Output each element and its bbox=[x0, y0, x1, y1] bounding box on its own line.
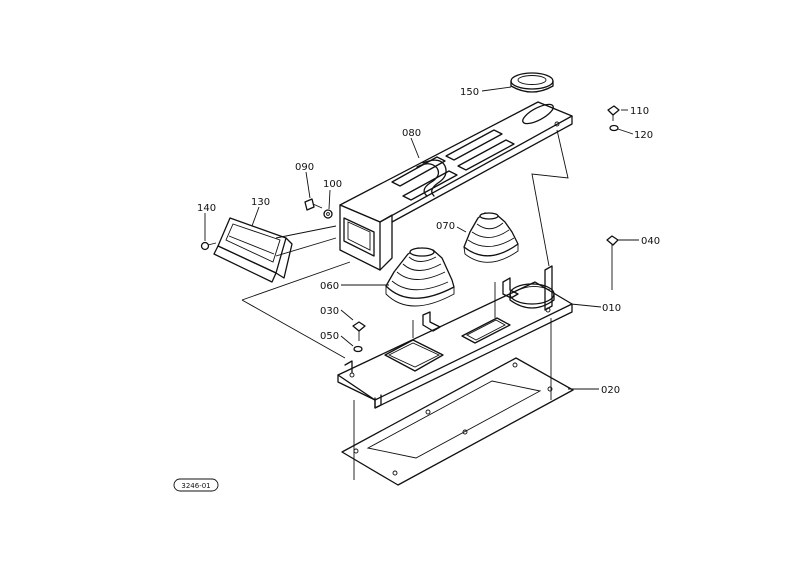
part-100-washer bbox=[323, 209, 333, 219]
part-030-bolt bbox=[352, 321, 366, 341]
callout-150: 150 bbox=[460, 87, 479, 98]
callout-030: 030 bbox=[320, 306, 339, 317]
callout-120: 120 bbox=[634, 130, 653, 141]
part-130-housing bbox=[213, 217, 293, 283]
part-110-bolt bbox=[607, 105, 620, 121]
part-080-cover bbox=[339, 101, 573, 271]
leader-lines bbox=[204, 86, 639, 390]
part-120-washer bbox=[609, 124, 619, 132]
callout-110: 110 bbox=[630, 106, 649, 117]
callout-050: 050 bbox=[320, 331, 339, 342]
part-010-base-plate bbox=[337, 277, 573, 409]
callout-090: 090 bbox=[295, 162, 314, 173]
callout-130: 130 bbox=[251, 197, 270, 208]
part-090-bolt bbox=[304, 198, 323, 211]
part-clamp-ring bbox=[509, 265, 555, 311]
callout-060: 060 bbox=[320, 281, 339, 292]
reference-code-stamp: 3246-01 bbox=[173, 478, 219, 492]
callout-140: 140 bbox=[197, 203, 216, 214]
callout-080: 080 bbox=[402, 128, 421, 139]
part-070-boot-small bbox=[463, 212, 519, 263]
part-060-boot-large bbox=[385, 247, 455, 307]
assembly-guide-lines bbox=[241, 129, 613, 480]
callout-070: 070 bbox=[436, 221, 455, 232]
part-020-gasket bbox=[341, 357, 574, 486]
part-040-bolt bbox=[606, 235, 619, 262]
reference-code: 3246-01 bbox=[181, 482, 210, 490]
part-140-bolt bbox=[200, 241, 217, 251]
part-150-grommet bbox=[510, 72, 554, 93]
callout-labels: 150 110 120 080 090 100 140 130 070 040 … bbox=[197, 87, 660, 396]
part-050-washer bbox=[353, 345, 363, 353]
callout-040: 040 bbox=[641, 236, 660, 247]
callout-020: 020 bbox=[601, 385, 620, 396]
callout-100: 100 bbox=[323, 179, 342, 190]
callout-010: 010 bbox=[602, 303, 621, 314]
